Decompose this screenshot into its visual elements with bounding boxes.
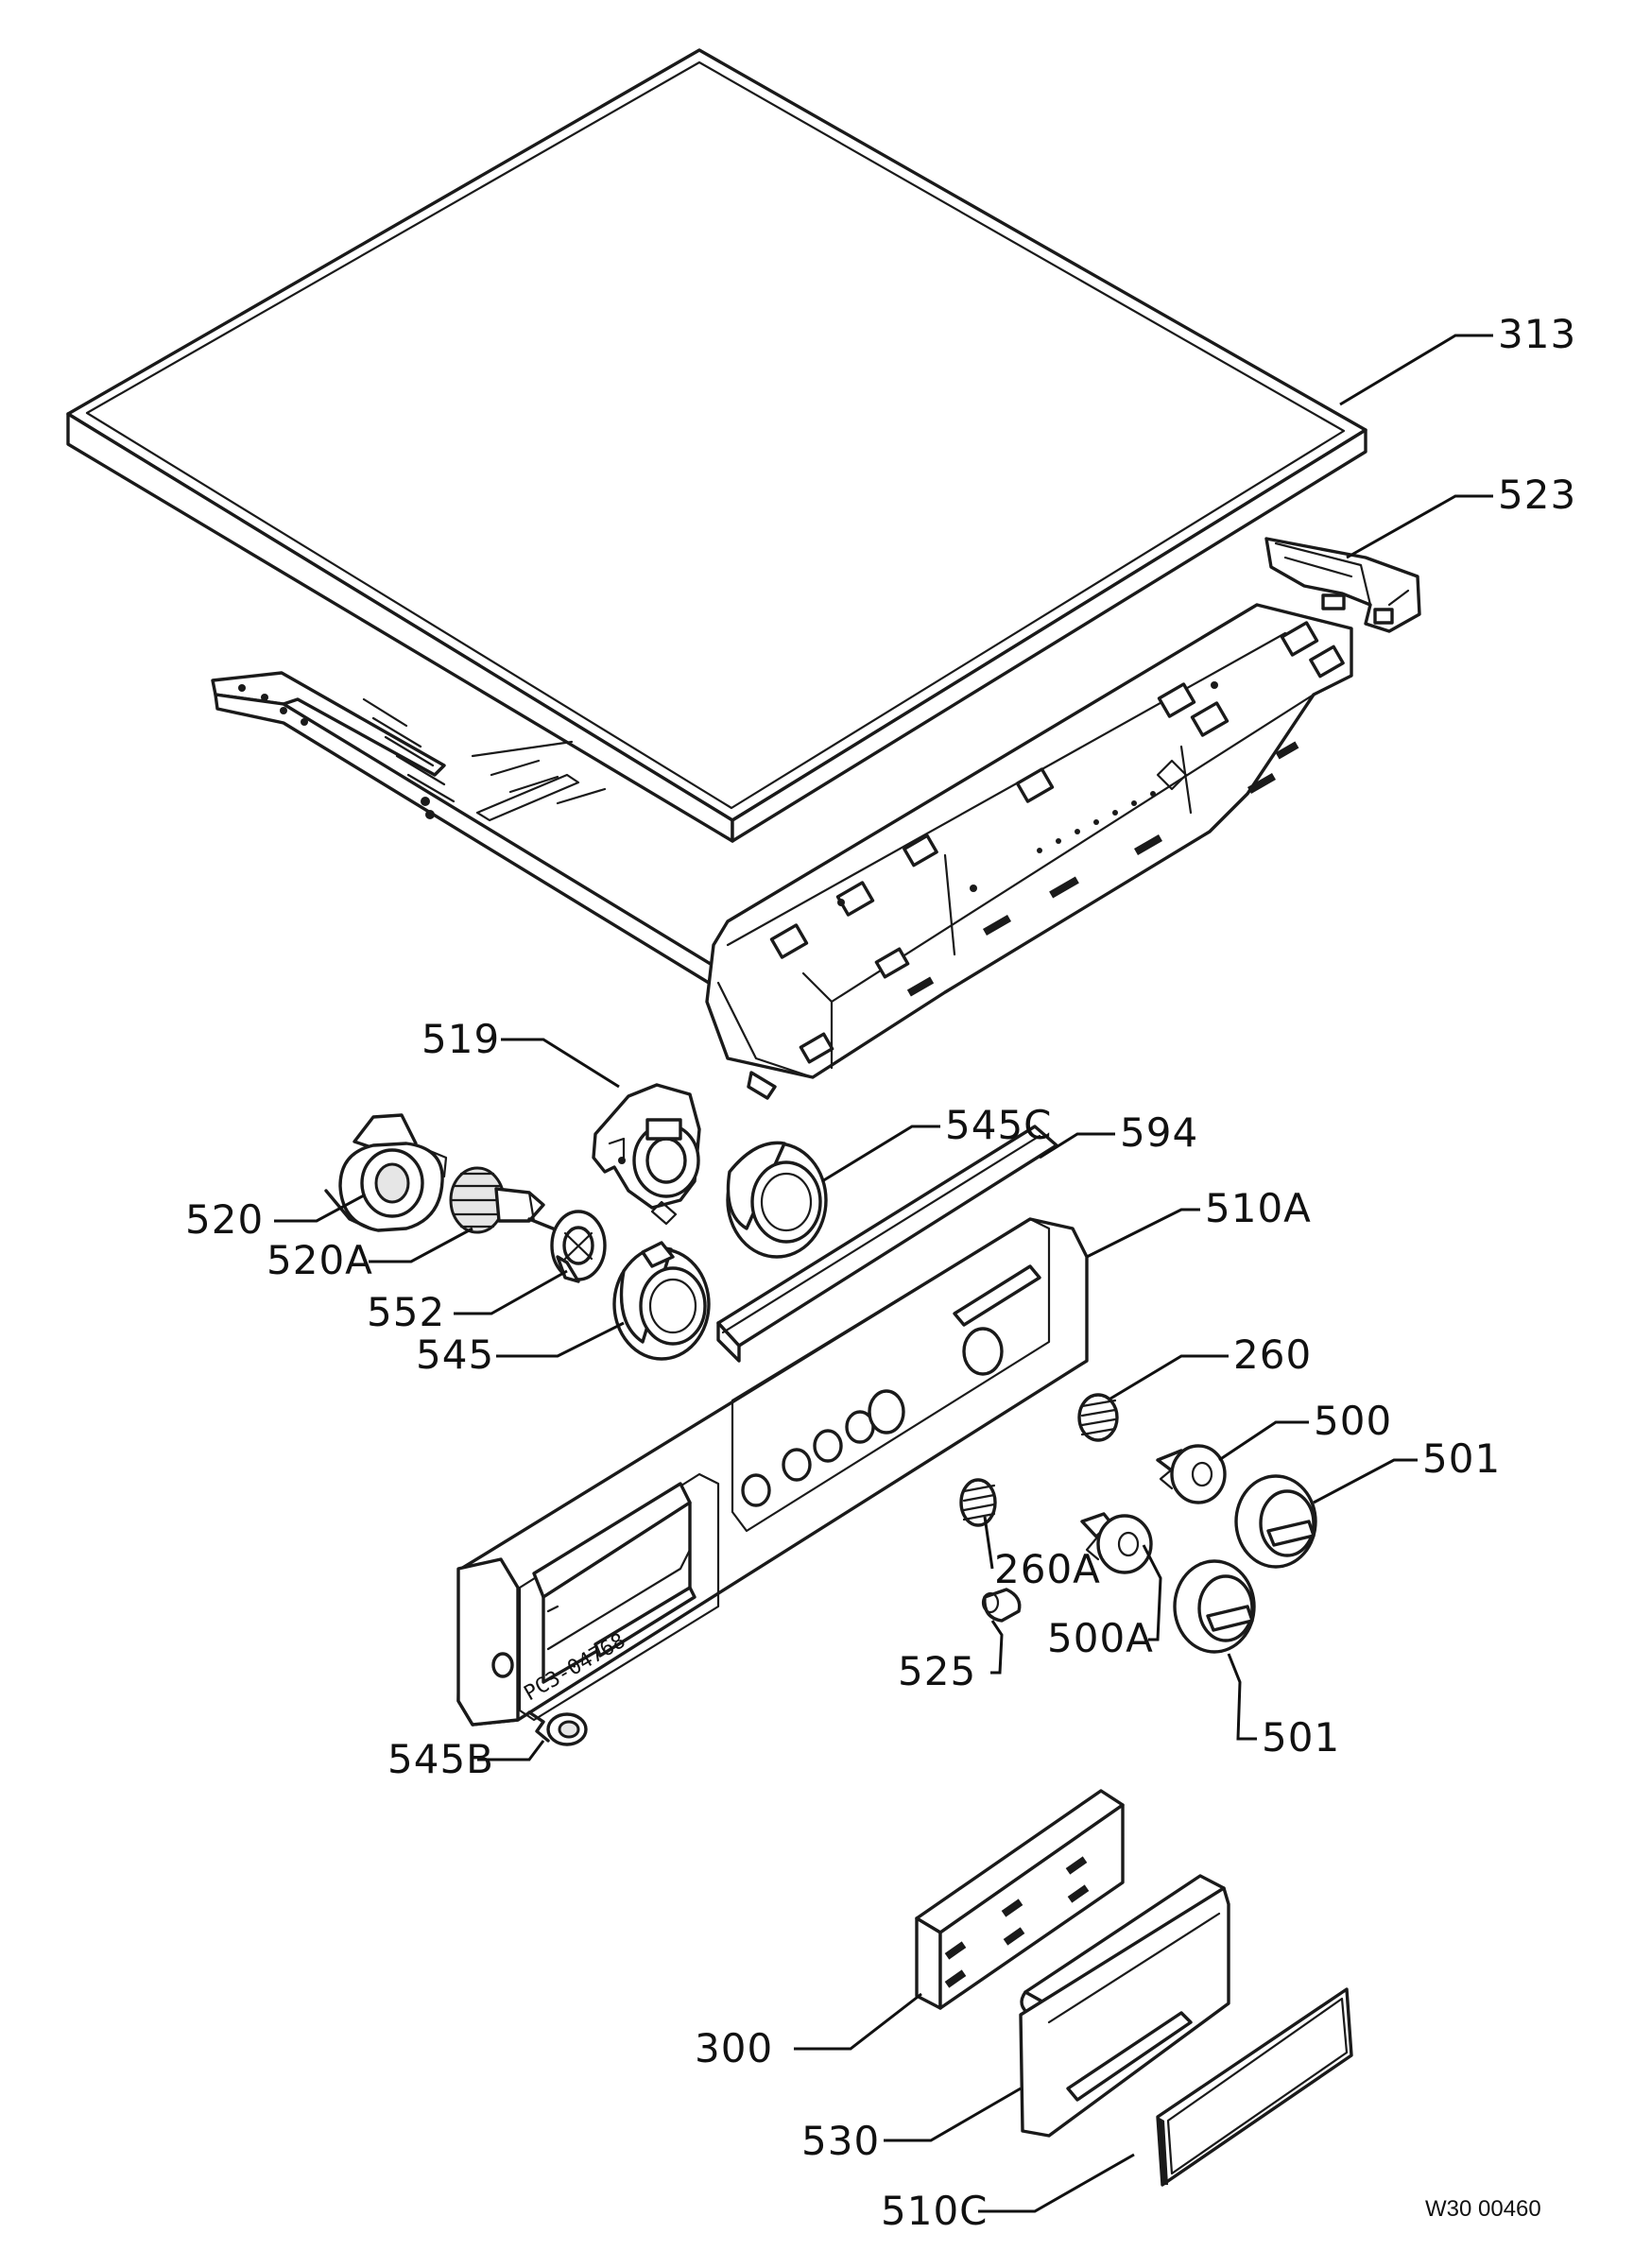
label-519: 519	[421, 1016, 500, 1062]
part-500a-knob-insert	[1080, 1512, 1153, 1574]
label-530: 530	[801, 2118, 880, 2164]
label-500a: 500A	[1047, 1615, 1154, 1661]
part-519-knob-bracket	[592, 1083, 701, 1226]
label-260: 260	[1233, 1332, 1312, 1378]
leader-lines	[274, 334, 1493, 2213]
part-300-label-plate	[915, 1789, 1125, 2010]
label-520: 520	[185, 1196, 264, 1243]
part-260a-spring	[959, 1478, 997, 1527]
label-545: 545	[416, 1332, 494, 1378]
label-501-lower: 501	[1262, 1714, 1340, 1761]
part-530-drawer-handle	[1019, 1874, 1230, 2138]
label-510c: 510C	[881, 2188, 989, 2234]
label-545c: 545C	[945, 1102, 1053, 1148]
label-260a: 260A	[994, 1546, 1101, 1592]
part-510a-fascia	[456, 1217, 1089, 1727]
part-labels: 313 523 519 545C 594 510A 520 520A 552 5…	[185, 311, 1576, 2234]
part-501-lower-knob	[1173, 1559, 1256, 1654]
label-501-upper: 501	[1422, 1435, 1501, 1482]
part-501-upper-knob	[1234, 1474, 1317, 1569]
part-545c-knob	[726, 1141, 828, 1259]
label-313: 313	[1498, 311, 1576, 357]
part-313-top-cover	[66, 48, 1367, 843]
label-594: 594	[1120, 1109, 1198, 1156]
part-520-switch-bracket	[324, 1113, 448, 1232]
part-523-panel-frame	[211, 537, 1421, 1100]
part-260-spring	[1077, 1393, 1119, 1442]
part-545b-screw	[527, 1710, 588, 1746]
part-510c-window-lens	[1156, 1987, 1353, 2187]
label-525: 525	[898, 1648, 976, 1694]
part-520a-gear	[449, 1166, 545, 1234]
part-545-knob	[612, 1241, 711, 1361]
label-552: 552	[367, 1289, 445, 1335]
label-300: 300	[695, 2025, 773, 2071]
label-500: 500	[1314, 1398, 1392, 1444]
part-552-coupling	[527, 1210, 607, 1283]
label-510a: 510A	[1205, 1185, 1312, 1231]
label-520a: 520A	[267, 1237, 373, 1283]
part-500-knob-insert	[1156, 1444, 1227, 1504]
label-545b: 545B	[387, 1736, 494, 1782]
label-523: 523	[1498, 472, 1576, 518]
part-525-lens	[981, 1588, 1022, 1623]
drawing-code: W30 00460	[1425, 2196, 1541, 2222]
